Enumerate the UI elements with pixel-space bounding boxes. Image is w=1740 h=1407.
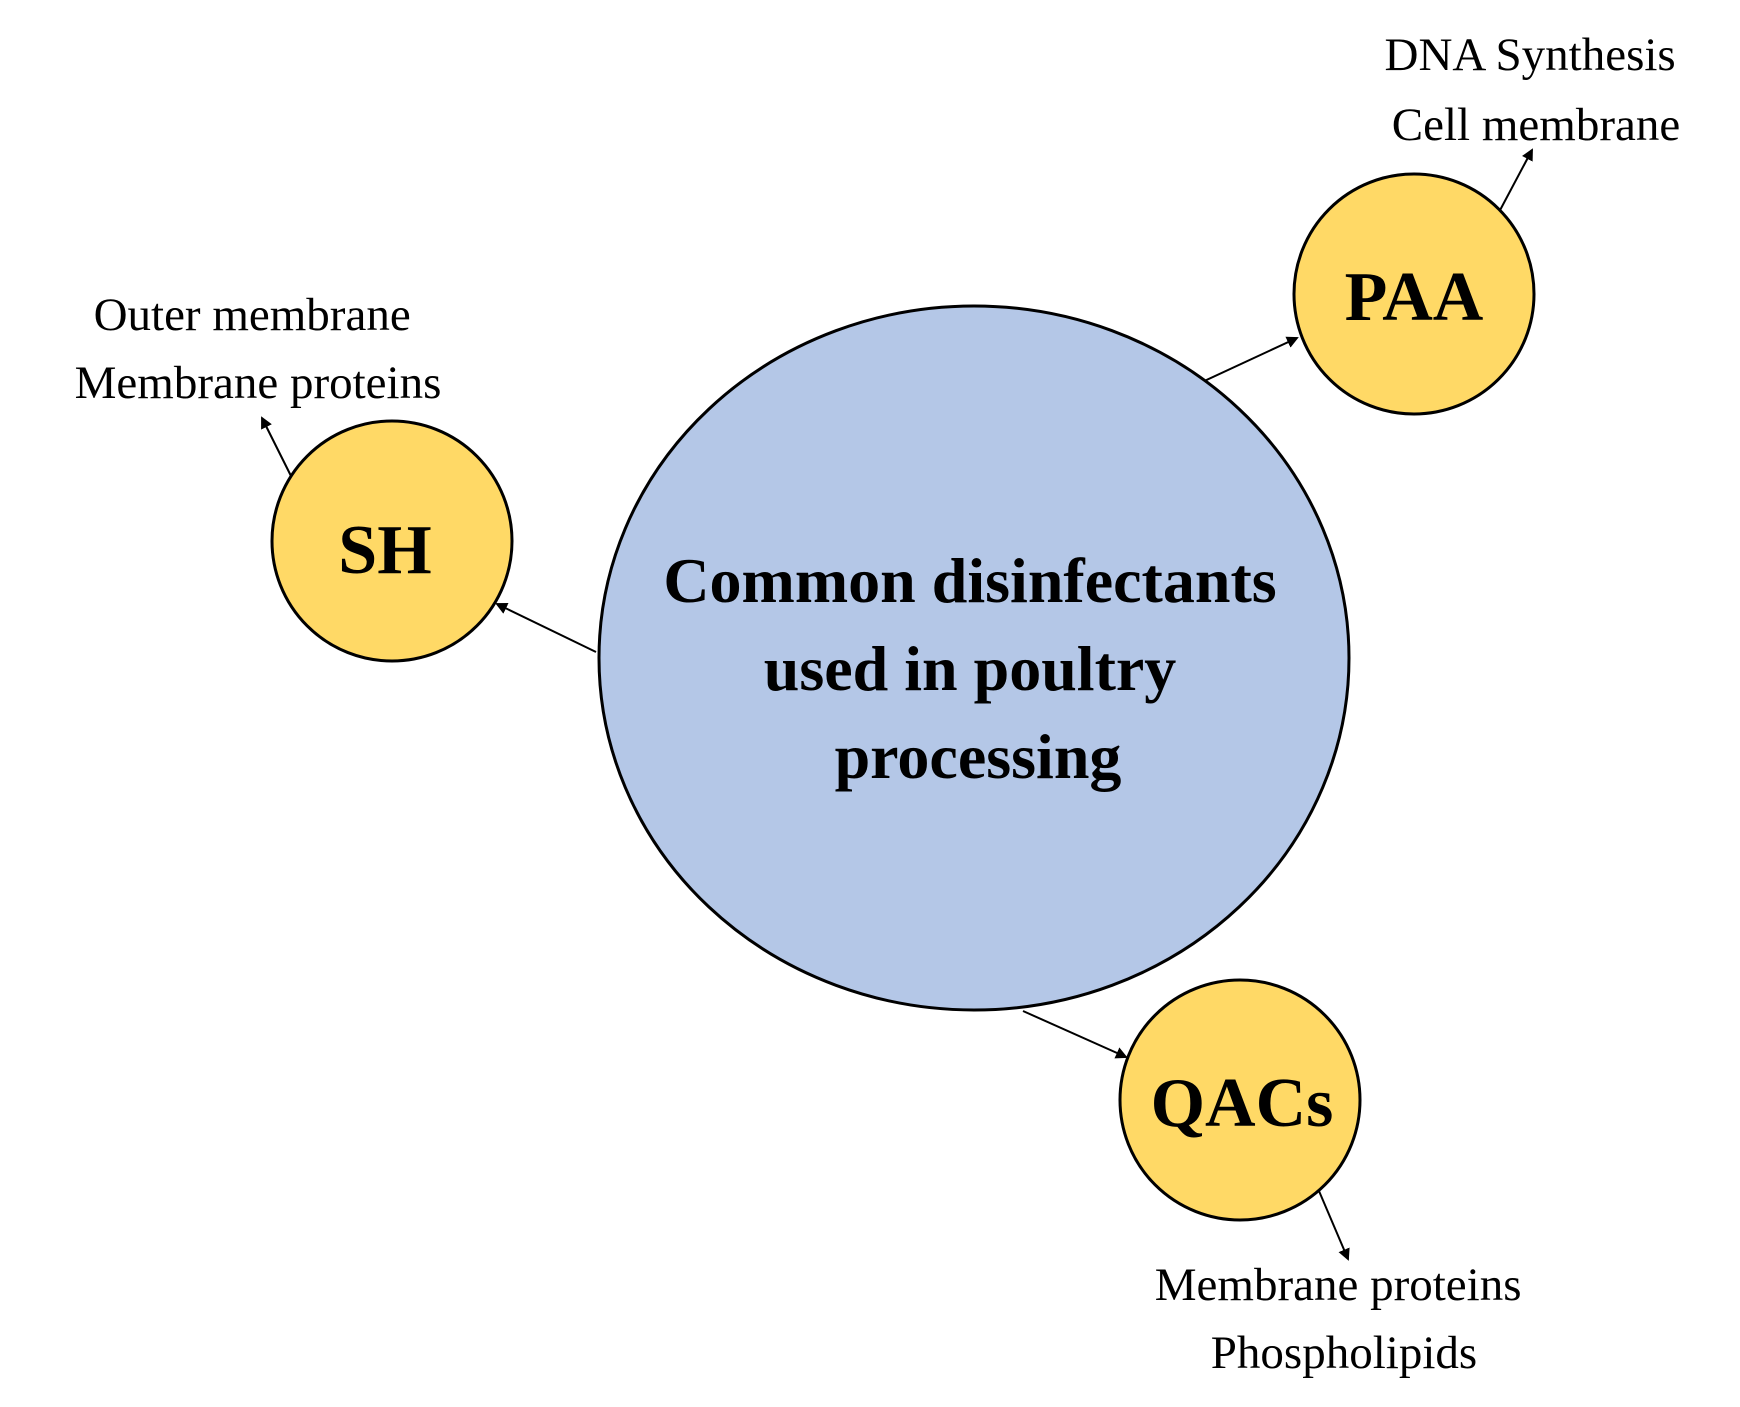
node-paa-targets: DNA Synthesis Cell membrane <box>1385 29 1688 151</box>
node-sh-target-1: Outer membrane <box>94 289 411 341</box>
node-sh-targets: Outer membrane Membrane proteins <box>75 289 442 409</box>
node-sh-circle <box>270 419 514 663</box>
arrow-hub-to-sh <box>495 602 597 653</box>
hub-title-line-3: processing <box>835 721 1122 792</box>
node-qacs-targets: Membrane proteins Phospholipids <box>1155 1259 1534 1379</box>
arrow-sh-to-targets <box>261 416 294 481</box>
hub-circle <box>597 304 1351 1012</box>
hub-title: Common disinfectants used in poultry pro… <box>663 545 1292 792</box>
node-paa-circle <box>1292 172 1536 416</box>
arrow-paa-to-targets <box>1497 148 1533 215</box>
node-sh-label: SH <box>338 512 431 589</box>
hub-title-line-1: Common disinfectants <box>663 545 1276 616</box>
node-qacs-target-1: Membrane proteins <box>1155 1259 1522 1311</box>
node-paa-target-2: Cell membrane <box>1392 99 1680 151</box>
node-paa-target-1: DNA Synthesis <box>1385 29 1676 81</box>
hub-title-line-2: used in poultry <box>764 633 1177 704</box>
arrow-hub-to-qacs <box>1022 1010 1128 1059</box>
node-qacs-circle <box>1118 978 1362 1222</box>
node-qacs-label: QACs <box>1151 1065 1334 1142</box>
arrow-qacs-to-targets <box>1318 1190 1350 1261</box>
node-paa-label: PAA <box>1345 259 1484 336</box>
arrow-hub-to-paa <box>1199 336 1299 384</box>
node-sh-target-2: Membrane proteins <box>75 357 442 409</box>
node-qacs-target-2: Phospholipids <box>1211 1327 1477 1379</box>
